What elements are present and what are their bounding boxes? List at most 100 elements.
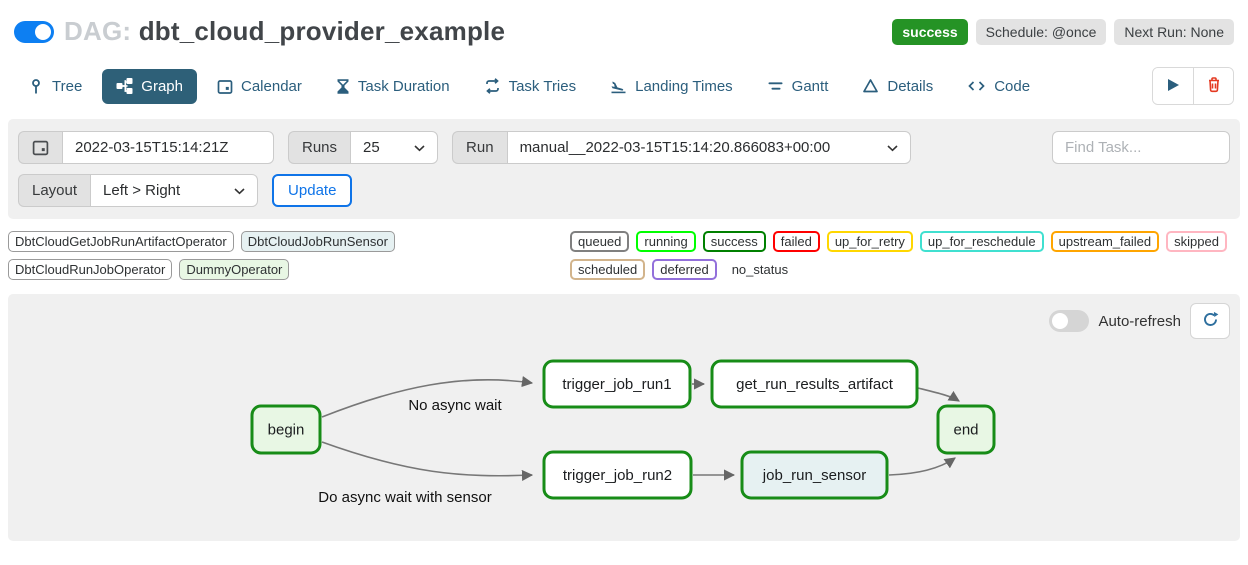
tab-label: Gantt [791,77,829,95]
hourglass-icon [336,78,350,95]
status-chip-skipped[interactable]: skipped [1166,231,1227,252]
base-date-input[interactable] [62,131,274,164]
status-chip-no_status: no_status [731,262,789,277]
tab-tree[interactable]: Tree [14,69,96,104]
layout-label: Layout [18,174,91,207]
edge-label: No async wait [408,397,502,414]
runs-group: Runs 25 [288,131,439,164]
dag-prefix: DAG: [64,16,132,46]
play-icon [1165,77,1181,96]
layout-select[interactable]: Left > Right [90,174,259,207]
operator-chip: DbtCloudRunJobOperator [8,259,173,280]
code-icon [967,78,986,94]
status-chip-deferred[interactable]: deferred [652,259,717,280]
tab-gantt[interactable]: Gantt [753,69,843,104]
schedule-badge[interactable]: Schedule: @once [975,18,1107,45]
tab-label: Calendar [241,77,302,95]
tab-landing-times[interactable]: Landing Times [596,69,747,104]
chevron-down-icon [887,139,898,156]
edge-job_run_sensor-to-end [888,457,956,476]
chevron-down-icon [234,182,245,199]
status-chip-up_for_retry[interactable]: up_for_retry [826,231,913,252]
status-chip-failed[interactable]: failed [772,231,820,252]
run-label: Run [452,131,507,164]
tab-details[interactable]: Details [848,69,947,104]
next-run-badge: Next Run: None [1114,18,1234,45]
tree-icon [28,78,44,95]
run-group: Run manual__2022-03-15T15:14:20.866083+0… [452,131,911,164]
task-node-job_run_sensor[interactable]: job_run_sensor [740,450,889,500]
tab-graph[interactable]: Graph [102,68,197,104]
calendar-icon [217,78,233,95]
edge-begin-to-trigger_job_run2 [321,441,534,482]
tab-code[interactable]: Code [953,69,1044,104]
chevron-down-icon [414,139,425,156]
dag-name: dbt_cloud_provider_example [138,16,506,46]
tab-label: Tree [52,77,83,95]
status-chip-up_for_reschedule[interactable]: up_for_reschedule [919,231,1044,252]
task-node-label: end [953,422,978,439]
tab-task-tries[interactable]: Task Tries [470,69,591,104]
status-chip-running[interactable]: running [636,231,696,252]
tab-label: Task Tries [508,77,577,95]
tab-list: Tree Graph Calendar Task Duration Task Tries… [14,68,1044,104]
task-node-begin[interactable]: begin [250,404,322,455]
run-value: manual__2022-03-15T15:14:20.866083+00:00 [519,139,831,156]
status-legend: queued running success failed up_for_retry up… [570,231,1240,280]
runs-select[interactable]: 25 [350,131,439,164]
status-chip-success[interactable]: success [702,231,766,252]
find-task-input[interactable] [1052,131,1230,164]
task-node-trigger_job_run2[interactable]: trigger_job_run2 [542,450,693,500]
tab-calendar[interactable]: Calendar [203,69,316,104]
status-chip-queued[interactable]: queued [570,231,630,252]
page-title: DAG: dbt_cloud_provider_example [64,16,505,47]
base-date-group [18,131,274,164]
status-badge[interactable]: success [892,18,968,45]
layout-group: Layout Left > Right [18,174,259,207]
runs-label: Runs [288,131,351,164]
task-node-label: begin [268,422,305,439]
auto-refresh-toggle[interactable] [1049,310,1090,332]
dag-graph-svg: No async wait Do async wait with sensor be… [250,359,996,506]
task-node-label: trigger_job_run2 [563,467,672,484]
dag-action-group [1152,67,1234,105]
run-select[interactable]: manual__2022-03-15T15:14:20.866083+00:00 [506,131,911,164]
toggle-knob [35,23,51,40]
graph-panel: Auto-refresh No async wait Do async wait … [8,294,1240,541]
status-chip-upstream_failed[interactable]: upstream_failed [1050,231,1160,252]
filter-panel: Runs 25 Run manual__2022-03-15T15:14:20.… [8,119,1240,219]
task-node-end[interactable]: end [936,404,996,455]
trigger-dag-button[interactable] [1153,68,1193,104]
edge-begin-to-trigger_job_run1 [321,376,534,418]
plane-landing-icon [610,78,627,94]
dag-pause-toggle[interactable] [14,20,54,43]
operator-chip: DbtCloudGetJobRunArtifactOperator [8,231,234,252]
task-node-get_run_results_artifact[interactable]: get_run_results_artifact [710,359,919,409]
task-node-label: trigger_job_run1 [562,376,671,393]
status-chip-scheduled[interactable]: scheduled [570,259,646,280]
auto-refresh-label: Auto-refresh [1098,312,1181,330]
update-button[interactable]: Update [272,174,353,207]
task-node-label: get_run_results_artifact [736,376,894,393]
operator-chip: DbtCloudJobRunSensor [240,231,395,252]
calendar-addon-icon [18,131,62,164]
refresh-button[interactable] [1190,303,1230,339]
tab-label: Graph [141,77,183,95]
view-tabbar: Tree Graph Calendar Task Duration Task Tries… [0,53,1248,115]
edge-get_run_results_artifact-to-end [917,387,960,402]
graph-icon [116,78,133,94]
task-node-trigger_job_run1[interactable]: trigger_job_run1 [542,359,692,409]
refresh-icon [1202,311,1219,331]
delete-dag-button[interactable] [1193,68,1233,104]
operator-chip: DummyOperator [179,259,290,280]
toggle-knob [1052,313,1069,329]
tab-task-duration[interactable]: Task Duration [322,69,464,104]
triangle-icon [862,78,879,94]
layout-value: Left > Right [103,182,181,199]
tab-label: Landing Times [635,77,733,95]
tab-label: Task Duration [357,77,450,95]
edge-label: Do async wait with sensor [318,489,491,506]
tab-label: Code [994,77,1031,95]
